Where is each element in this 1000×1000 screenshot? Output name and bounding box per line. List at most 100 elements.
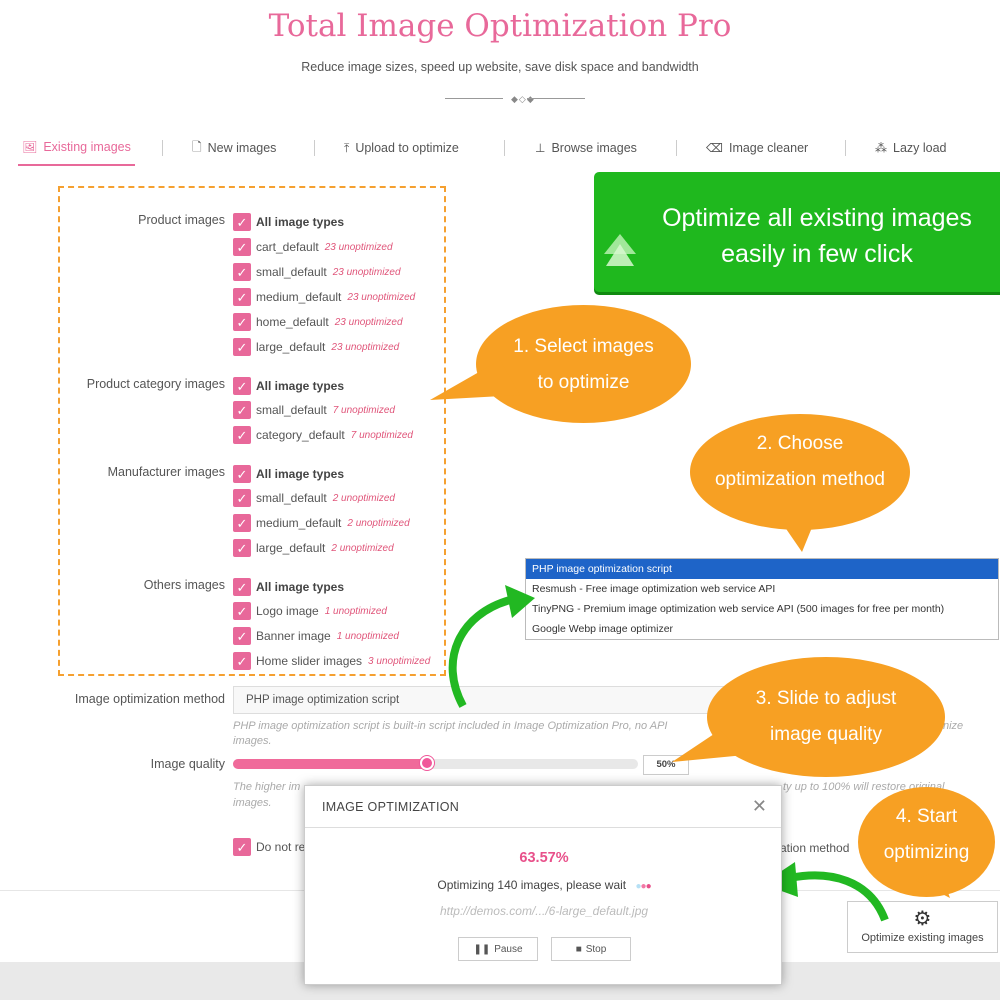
checkbox-label: Do not re <box>256 840 306 854</box>
callout-text: to optimize <box>537 372 630 393</box>
stop-icon: ■ <box>575 943 582 955</box>
checkbox-row[interactable]: ✓ Home slider images 3 unoptimized <box>233 651 430 671</box>
tab-bar: 🖼 Existing images 🗋 New images ⤒ Upload … <box>0 130 1000 168</box>
checkbox-checked[interactable]: ✓ <box>233 377 251 395</box>
checkbox-label: small_default <box>256 265 327 279</box>
method-dropdown-list[interactable]: PHP image optimization script Resmush - … <box>525 558 999 640</box>
dropdown-option[interactable]: Google Webp image optimizer <box>532 623 674 635</box>
dropdown-option[interactable]: Resmush - Free image optimization web se… <box>532 583 776 595</box>
checkbox-checked[interactable]: ✓ <box>233 426 251 444</box>
unoptimized-count: 2 unoptimized <box>331 542 394 554</box>
tab-existing-images[interactable]: 🖼 Existing images <box>18 130 135 166</box>
checkbox-row[interactable]: ✓ All image types <box>233 376 344 396</box>
group-label-category: Product category images <box>86 377 225 391</box>
checkbox-checked[interactable]: ✓ <box>233 539 251 557</box>
group-label-others: Others images <box>143 578 225 592</box>
checkbox-checked[interactable]: ✓ <box>233 578 251 596</box>
tab-image-cleaner[interactable]: ⌫ Image cleaner <box>706 130 808 166</box>
unoptimized-count: 3 unoptimized <box>368 655 431 667</box>
checkbox-label: All image types <box>256 379 345 393</box>
checkbox-label: large_default <box>256 340 326 354</box>
tab-browse-images[interactable]: ⊥ Browse images <box>535 130 637 166</box>
callout-text: 1. Select images <box>513 336 654 357</box>
modal-title: IMAGE OPTIMIZATION <box>322 800 460 814</box>
method-select[interactable]: PHP image optimization script <box>233 686 733 714</box>
checkbox-checked[interactable]: ✓ <box>233 263 251 281</box>
progress-percent: 63.57% <box>519 850 569 866</box>
partial-text: zation method <box>774 841 850 855</box>
method-help-text-line2: images. <box>233 735 272 747</box>
checkbox-checked[interactable]: ✓ <box>233 465 251 483</box>
checkbox-checked[interactable]: ✓ <box>233 489 251 507</box>
tab-label: Existing images <box>43 140 131 154</box>
checkbox-checked[interactable]: ✓ <box>233 213 251 231</box>
unoptimized-count: 1 unoptimized <box>324 605 387 617</box>
quality-slider-fill <box>233 759 427 769</box>
checkbox-row[interactable]: ✓ large_default 23 unoptimized <box>233 337 399 357</box>
tab-label: Image cleaner <box>728 141 809 155</box>
current-file-url: http://demos.com/.../6-large_default.jpg <box>439 904 649 918</box>
banner-line-2: easily in few click <box>721 240 913 268</box>
upload-icon: ⤒ <box>344 140 350 155</box>
checkbox-row[interactable]: ✓All image types <box>233 464 344 484</box>
page-subtitle: Reduce image sizes, speed up website, sa… <box>301 60 699 74</box>
stop-button[interactable]: ■ Stop <box>551 937 631 961</box>
checkbox-checked[interactable]: ✓ <box>233 514 251 532</box>
close-icon[interactable]: ✕ <box>751 796 767 816</box>
promo-banner: Optimize all existing images easily in f… <box>594 172 1000 292</box>
callout-step-4: 4. Start optimizing <box>858 787 995 897</box>
callout-text: 2. Choose <box>756 433 844 454</box>
callout-step-2: 2. Choose optimization method <box>690 414 910 530</box>
tab-new-images[interactable]: 🗋 New images <box>192 130 276 166</box>
spinner-icon: ⁂ <box>875 141 887 155</box>
quality-value: 50% <box>643 755 689 775</box>
dropdown-option[interactable]: TinyPNG - Premium image optimization web… <box>532 603 945 615</box>
checkbox-checked[interactable]: ✓ <box>233 401 251 419</box>
unoptimized-count: 1 unoptimized <box>336 630 399 642</box>
pause-button[interactable]: ❚❚ Pause <box>458 937 538 961</box>
checkbox-label: medium_default <box>256 290 342 304</box>
checkbox-row[interactable]: ✓All image types <box>233 212 344 232</box>
quality-slider[interactable] <box>233 756 638 770</box>
checkbox-checked[interactable]: ✓ <box>233 338 251 356</box>
tab-lazy-load[interactable]: ⁂ Lazy load <box>875 130 947 166</box>
callout-step-3: 3. Slide to adjust image quality <box>707 657 945 777</box>
checkbox-checked[interactable]: ✓ <box>233 602 251 620</box>
callout-text: optimizing <box>883 842 970 863</box>
tab-upload-to-optimize[interactable]: ⤒ Upload to optimize <box>344 130 459 166</box>
quality-label: Image quality <box>150 757 225 771</box>
checkbox-checked[interactable]: ✓ <box>233 652 251 670</box>
modal-header: IMAGE OPTIMIZATION ✕ <box>305 786 781 828</box>
checkbox-checked[interactable]: ✓ <box>233 288 251 306</box>
quality-slider-handle[interactable] <box>420 756 434 770</box>
checkbox-label: Banner image <box>256 629 331 643</box>
checkbox-checked[interactable]: ✓ <box>233 238 251 256</box>
sitemap-icon: ⊥ <box>535 141 546 155</box>
checkbox-checked[interactable]: ✓ <box>233 627 251 645</box>
checkbox-row[interactable]: ✓ small_default 2 unoptimized <box>233 488 395 508</box>
checkbox-label: small_default <box>256 491 327 505</box>
unoptimized-count: 23 unoptimized <box>331 341 400 353</box>
checkbox-label: small_default <box>256 403 327 417</box>
gears-icon: ⚙ <box>913 908 932 930</box>
checkbox-checked[interactable]: ✓ <box>233 313 251 331</box>
checkbox-label: Home slider images <box>256 654 363 668</box>
dropdown-option[interactable]: PHP image optimization script <box>526 559 998 579</box>
do-not-resize-row[interactable]: ✓ Do not re <box>233 838 305 856</box>
unoptimized-count: 2 unoptimized <box>347 517 410 529</box>
checkbox-checked[interactable]: ✓ <box>233 838 251 856</box>
method-help-text: PHP image optimization script is built-i… <box>233 720 668 732</box>
unoptimized-count: 2 unoptimized <box>332 492 395 504</box>
optimize-existing-images-button[interactable]: ⚙ Optimize existing images <box>847 901 998 953</box>
checkbox-row[interactable]: ✓All image types <box>233 577 344 597</box>
checkbox-row[interactable]: ✓ Banner image 1 unoptimized <box>233 626 399 646</box>
